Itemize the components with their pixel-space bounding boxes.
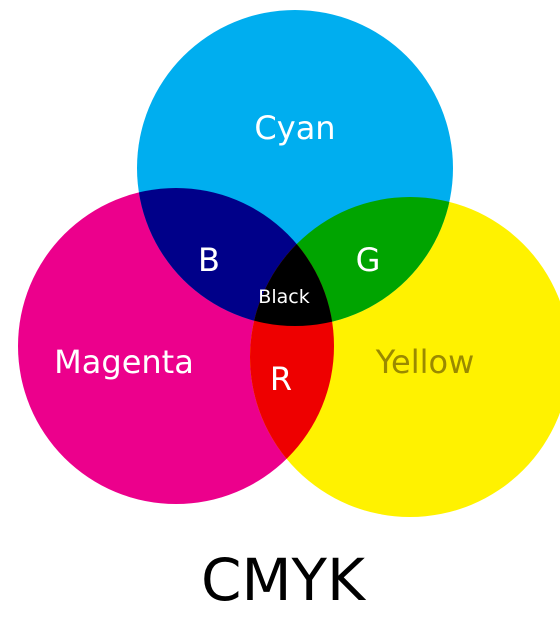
green-overlap-label: G [356,241,381,279]
black-overlap-label: Black [258,286,309,308]
blue-overlap-label: B [198,241,220,279]
diagram-title: CMYK [201,546,367,614]
red-overlap-label: R [270,360,292,398]
yellow-label: Yellow [375,343,475,381]
green-overlap-region [250,197,453,326]
cyan-label: Cyan [254,109,335,147]
magenta-label: Magenta [54,343,194,381]
blue-overlap-region [137,188,334,326]
